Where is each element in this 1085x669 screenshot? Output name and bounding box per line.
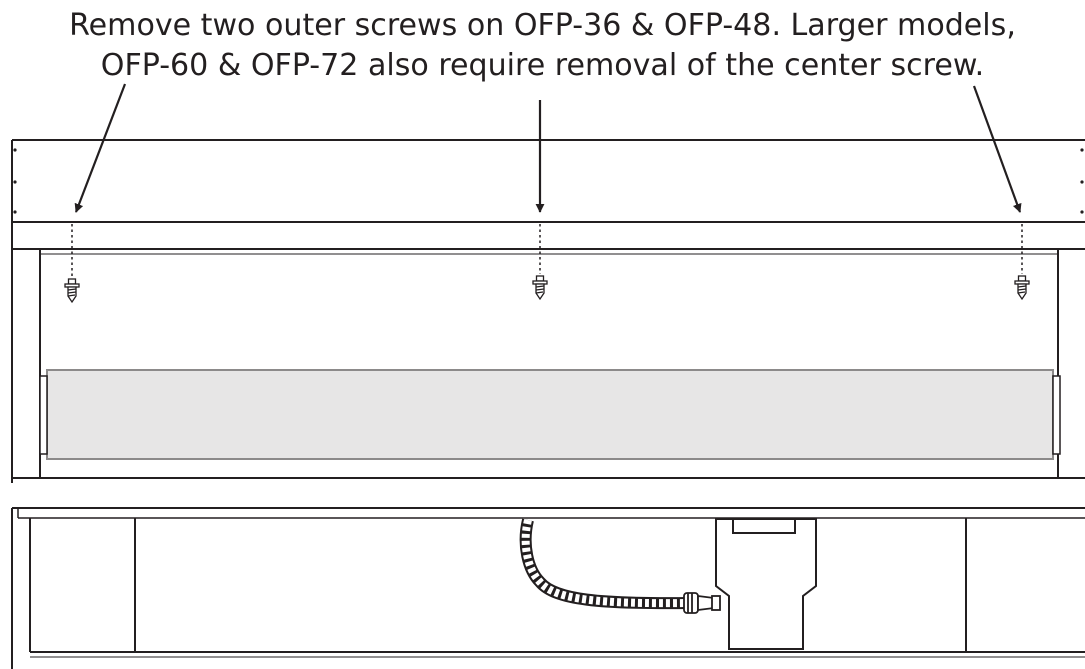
mounting-bracket	[715, 518, 817, 650]
hose-fitting	[683, 592, 721, 614]
caption-line-2: OFP-60 & OFP-72 also require removal of …	[100, 48, 985, 83]
right-panel-bracket	[1052, 375, 1061, 455]
instruction-caption: Remove two outer screws on OFP-36 & OFP-…	[0, 6, 1085, 86]
left-screw	[64, 278, 80, 303]
right-screw	[1014, 275, 1030, 300]
glass-panel	[46, 369, 1054, 460]
left-panel-bracket	[39, 375, 48, 455]
center-screw	[532, 275, 548, 300]
caption-line-1: Remove two outer screws on OFP-36 & OFP-…	[69, 8, 1016, 43]
left-callout-arrow	[74, 83, 127, 213]
right-callout-arrow	[972, 85, 1022, 213]
